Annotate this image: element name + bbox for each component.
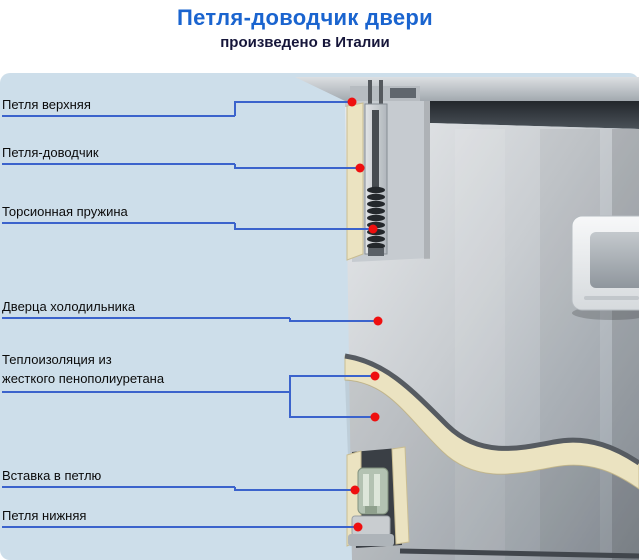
door-lower-section [345, 380, 639, 560]
header: Петля-доводчик двери произведено в Итали… [0, 0, 610, 51]
label-upper-hinge: Петля верхняя [2, 97, 235, 117]
door-handle-group [571, 215, 639, 320]
label-door-closer-text: Петля-доводчик [2, 145, 99, 160]
leader-torsion-spring [234, 223, 370, 230]
label-lower-hinge: Петля нижняя [2, 508, 235, 528]
label-upper-hinge-text: Петля верхняя [2, 97, 91, 112]
marker-torsion-spring [368, 224, 378, 234]
leader-lines [234, 101, 375, 528]
marker-insulation-upper [370, 371, 380, 381]
leader-insulation [289, 375, 372, 418]
leader-door-closer [234, 164, 357, 169]
leader-insert [234, 487, 352, 491]
label-insulation-line2: жесткого пенополиуретана [2, 371, 165, 386]
door-highlight-streak [455, 129, 505, 560]
page-subtitle: произведено в Италии [220, 34, 390, 51]
marker-upper-hinge [347, 97, 357, 107]
hinge-pin-left [368, 80, 372, 104]
recess-right-shade [424, 101, 430, 259]
label-hinge-insert-text: Вставка в петлю [2, 468, 102, 483]
marker-insert [350, 485, 360, 495]
label-door-closer: Петля-доводчик [2, 145, 235, 165]
label-fridge-door: Дверца холодильника [2, 299, 290, 319]
insulation-top-cut [346, 102, 364, 261]
cabinet-top-panel [295, 77, 639, 101]
lower-hinge-foot [348, 534, 394, 546]
spring-foot [368, 248, 384, 256]
top-hinge-cutaway [346, 80, 430, 262]
leader-upper-hinge [234, 101, 349, 116]
leader-door [289, 318, 375, 322]
bottom-hinge-cutaway [346, 446, 410, 548]
marker-door [373, 316, 383, 326]
marker-door-closer [355, 163, 365, 173]
marker-dots [347, 97, 383, 532]
door-right-edge-shade [612, 129, 639, 560]
label-insulation: Теплоизоляция из жесткого пенополиуретан… [2, 350, 290, 393]
torsion-spring-coils [367, 186, 385, 250]
label-torsion-spring-text: Торсионная пружина [2, 204, 128, 219]
insert-rib-left [363, 474, 369, 506]
label-lower-hinge-text: Петля нижняя [2, 508, 87, 523]
hinge-recess [352, 101, 430, 262]
door-bottom-edge [399, 548, 639, 559]
insert-rib-right [374, 474, 380, 506]
hinge-pin-right [379, 80, 383, 104]
bracket-slot [390, 88, 416, 98]
label-torsion-spring: Торсионная пружина [2, 204, 235, 224]
closer-rod [372, 110, 379, 188]
door-shade-streak [540, 129, 600, 560]
insulation-bottom-right [391, 446, 410, 545]
marker-insulation-lower [370, 412, 380, 422]
cutaway-metal-edge [344, 353, 639, 466]
handle-lip [584, 296, 639, 300]
handle-recess [590, 232, 639, 288]
top-gap-shadow [430, 101, 639, 129]
page-title: Петля-доводчик двери [177, 5, 433, 30]
label-insulation-line1: Теплоизоляция из [2, 352, 112, 367]
label-hinge-insert: Вставка в петлю [2, 468, 235, 488]
marker-lower-hinge [353, 522, 363, 532]
label-fridge-door-text: Дверца холодильника [2, 299, 136, 314]
insert-notch [365, 506, 377, 514]
